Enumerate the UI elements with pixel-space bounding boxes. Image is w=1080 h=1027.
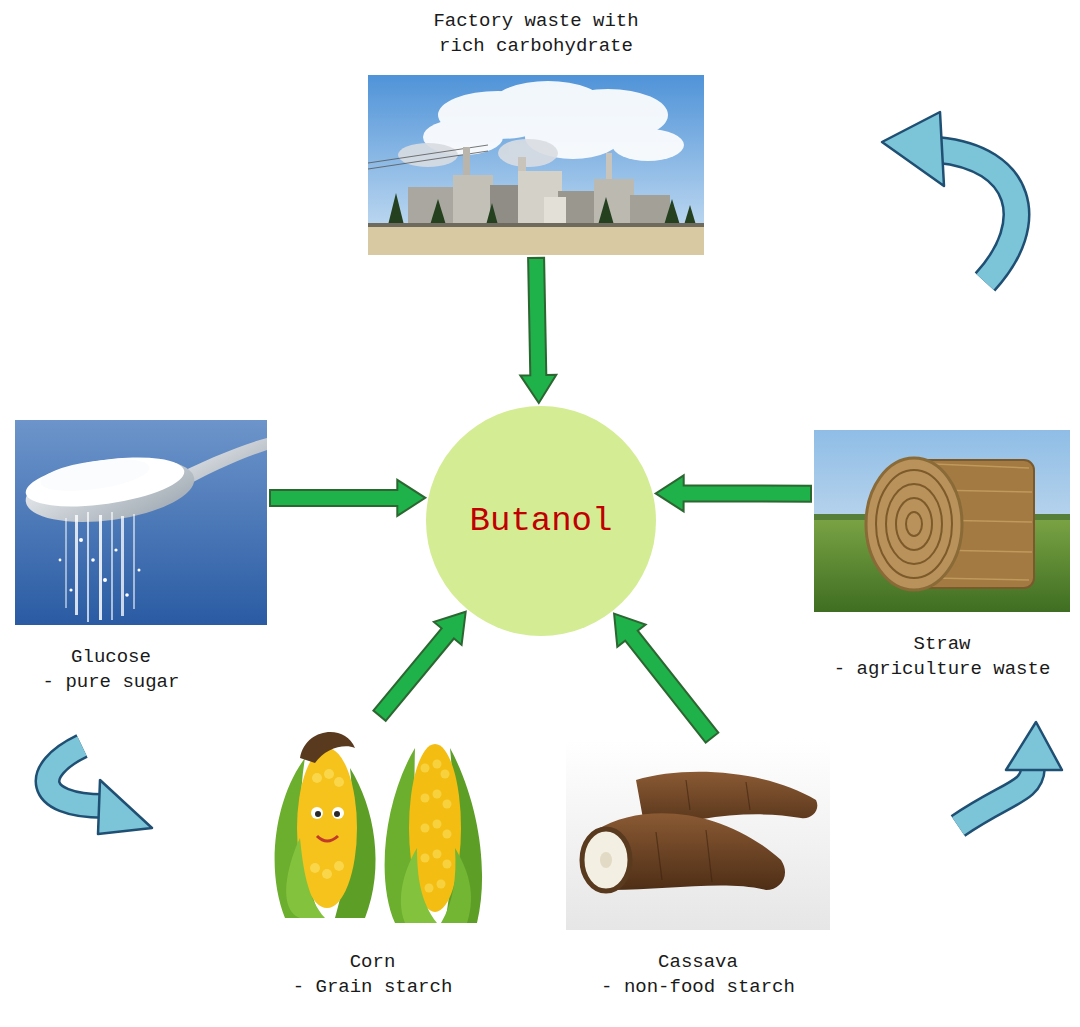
caption-text: - pure sugar [43, 670, 180, 695]
cassava-picture [566, 740, 830, 930]
caption-text: Glucose [43, 645, 180, 670]
corn-picture [245, 718, 500, 930]
flow-arrow [373, 612, 465, 721]
curved-arrow [48, 746, 152, 834]
caption-text: Straw [834, 632, 1051, 657]
flow-arrow [520, 258, 556, 403]
source-picture-box: Factory waste with rich carbohydrate [368, 75, 704, 255]
straw-picture [814, 430, 1070, 612]
factory-picture [368, 75, 704, 255]
source-picture-box: Cassava- non-food starch [566, 740, 830, 930]
flow-arrow [656, 475, 811, 511]
caption-text: Corn [293, 950, 453, 975]
source-picture-box: Glucose- pure sugar [15, 420, 267, 625]
flow-arrow [614, 614, 718, 743]
caption-text: Factory waste with rich carbohydrate [425, 9, 647, 59]
caption-text: - agriculture waste [834, 657, 1051, 682]
source-picture-box: Corn- Grain starch [245, 718, 500, 930]
source-picture-box: Straw- agriculture waste [814, 430, 1070, 612]
product-label: Butanol [470, 502, 613, 540]
caption-text: Cassava [601, 950, 795, 975]
curved-arrow [958, 722, 1062, 826]
product-circle: Butanol [425, 405, 657, 637]
glucose-picture [15, 420, 267, 625]
caption-text: - non-food starch [601, 975, 795, 1000]
curved-arrow [882, 112, 1016, 282]
flow-arrow [270, 480, 425, 516]
caption-text: - Grain starch [293, 975, 453, 1000]
